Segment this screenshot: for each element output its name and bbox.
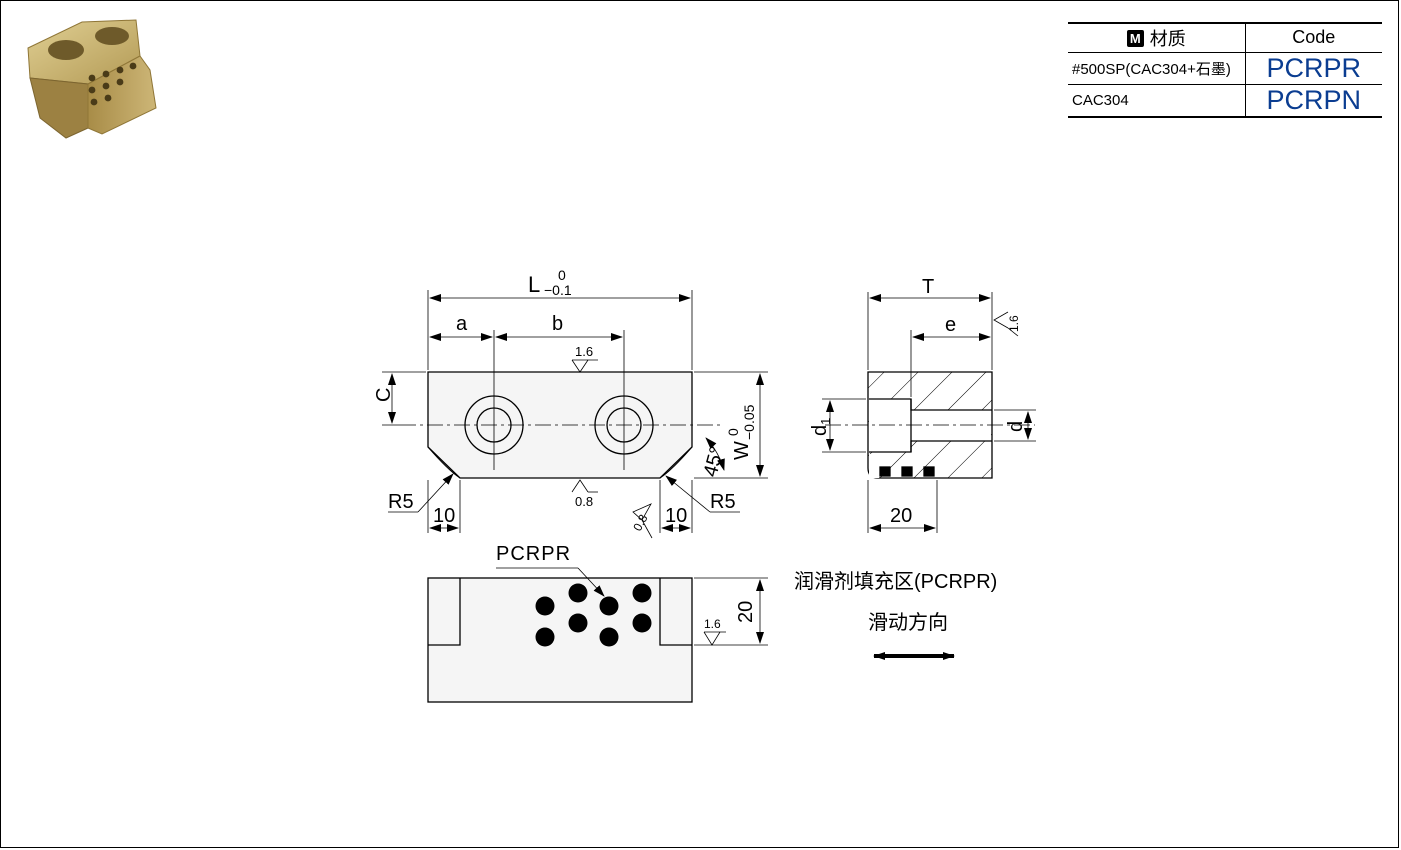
dim-W-tol-lower: −0.05 xyxy=(741,404,757,440)
dim-R-right: R5 xyxy=(710,491,736,513)
dim-angle: 45° xyxy=(700,444,729,479)
dim-R-left: R5 xyxy=(388,491,414,513)
bottom-view-label: PCRPR xyxy=(496,543,571,565)
material-table-header: M 材质 Code xyxy=(1068,23,1382,52)
dim-L-label: L xyxy=(528,272,540,297)
legend: 润滑剂填充区(PCRPR) 滑动方向 xyxy=(794,570,997,660)
roughness-bottom-view: 1.6 xyxy=(704,617,721,631)
table-row: #500SP(CAC304+石墨) PCRPR xyxy=(1068,52,1382,84)
dim-L-tol-lower: −0.1 xyxy=(544,282,572,298)
front-view xyxy=(400,330,720,479)
dim-b: b xyxy=(552,313,563,335)
side-section-view xyxy=(825,371,1035,479)
product-photo xyxy=(27,19,157,139)
dim-d1: d1 xyxy=(809,418,833,436)
dim-W-label: W xyxy=(731,441,753,460)
dim-T: T xyxy=(922,276,934,298)
lubricant-zone-label: 润滑剂填充区(PCRPR) xyxy=(794,570,997,593)
code-header: Code xyxy=(1244,23,1382,52)
dim-W-tol-upper: 0 xyxy=(725,428,741,436)
table-row: CAC304 PCRPN xyxy=(1068,84,1382,117)
bottom-view-dimensions xyxy=(496,567,768,646)
dim-10-left: 10 xyxy=(433,505,455,527)
material-header: M 材质 xyxy=(1068,23,1245,52)
roughness-top: 1.6 xyxy=(575,344,593,359)
code-cell[interactable]: PCRPR xyxy=(1244,52,1382,84)
material-header-label: 材质 xyxy=(1149,28,1186,49)
side-view-dimensions xyxy=(822,292,1036,533)
roughness-bottom: 0.8 xyxy=(575,494,593,509)
bottom-view-labels: PCRPR 20 1.6 xyxy=(496,543,757,631)
dim-20-bottom: 20 xyxy=(735,601,757,623)
dim-10-right: 10 xyxy=(665,505,687,527)
material-cell: #500SP(CAC304+石墨) xyxy=(1072,60,1231,78)
material-cell: CAC304 xyxy=(1072,91,1129,109)
side-view-labels: T e d1 d 1.6 20 xyxy=(809,276,1027,527)
bottom-view xyxy=(427,577,693,703)
dim-C: C xyxy=(373,388,395,402)
dim-a: a xyxy=(456,313,468,335)
dim-d: d xyxy=(1005,421,1027,432)
dim-e: e xyxy=(945,314,956,336)
material-table: M 材质 Code #500SP(CAC304+石墨) PCRPR CAC304 … xyxy=(1068,22,1382,118)
dim-20-side: 20 xyxy=(890,505,912,527)
front-view-dimensions xyxy=(382,290,768,539)
code-cell[interactable]: PCRPN xyxy=(1244,84,1382,117)
material-badge-icon: M xyxy=(1126,29,1144,47)
roughness-side: 1.6 xyxy=(1007,315,1021,332)
dim-L-tol-upper: 0 xyxy=(558,267,566,283)
slide-direction-label: 滑动方向 xyxy=(868,611,948,634)
